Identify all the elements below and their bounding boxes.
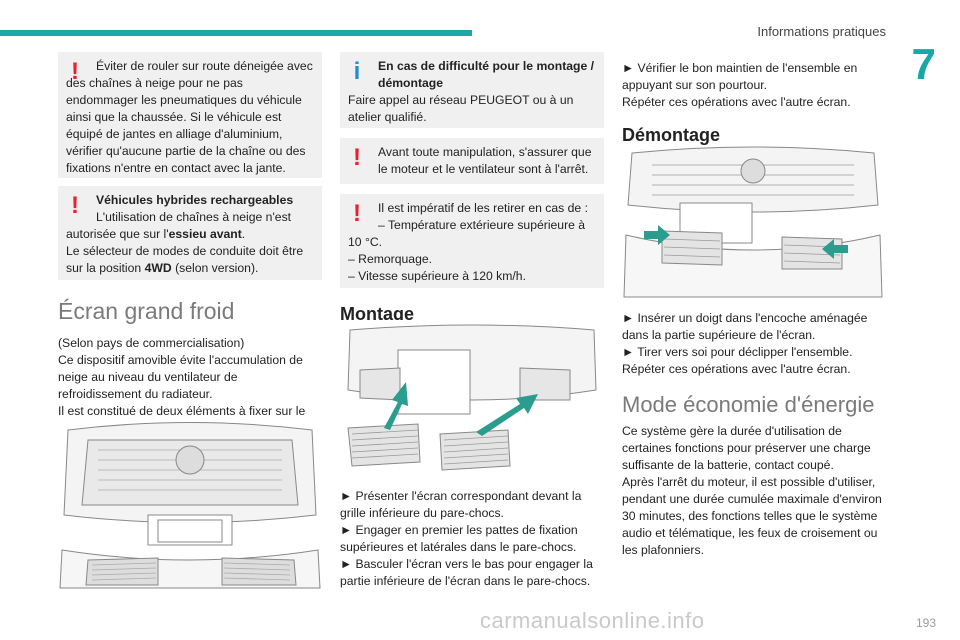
- warning-text: Éviter de rouler sur route déneigée avec…: [66, 59, 313, 175]
- right-column: ► Vérifier le bon maintien de l'ensemble…: [622, 60, 886, 144]
- bumper-illustration-full: [58, 420, 322, 592]
- info-box-difficulty: i En cas de difficulté pour le montage /…: [340, 52, 604, 128]
- demontage-steps: ► Insérer un doigt dans l'encoche aménag…: [622, 310, 886, 559]
- hybrid-text-mode: Le sélecteur de modes de conduite doit ê…: [66, 244, 304, 275]
- arrow-icon: [644, 225, 848, 259]
- warning-box-hybrid: ! Véhicules hybrides rechargeables L'uti…: [58, 186, 322, 280]
- warning-box-engine: ! Avant toute manipulation, s'assurer qu…: [340, 138, 604, 184]
- remove-line-3: – Remorquage.: [348, 252, 433, 266]
- chapter-accent-bar: [0, 30, 472, 36]
- demontage-illustration: [622, 145, 884, 303]
- eco-mode-text: Ce système gère la durée d'utilisation d…: [622, 424, 882, 557]
- info-icon: i: [353, 58, 361, 85]
- demontage-step-1: ► Insérer un doigt dans l'encoche aménag…: [622, 311, 868, 342]
- montage-step-1: ► Présenter l'écran correspondant devant…: [340, 489, 582, 520]
- warning-box-remove: ! Il est impératif de les retirer en cas…: [340, 194, 604, 288]
- hybrid-title: Véhicules hybrides rechargeables: [96, 193, 294, 207]
- chapter-number: 7: [911, 40, 936, 89]
- warning-exclamation-icon: !: [71, 192, 79, 219]
- warning-box-chains: ! Éviter de rouler sur route déneigée av…: [58, 52, 322, 178]
- remove-line-4: – Vitesse supérieure à 120 km/h.: [348, 269, 526, 283]
- demontage-step-3: Répéter ces opérations avec l'autre écra…: [622, 362, 851, 376]
- eco-mode-title: Mode économie d'énergie: [622, 392, 875, 417]
- demontage-title: Démontage: [622, 125, 721, 145]
- remove-line-1: Il est impératif de les retirer en cas d…: [378, 201, 588, 215]
- montage-illustration: [340, 320, 604, 480]
- warning-exclamation-icon: !: [353, 200, 361, 227]
- demontage-step-2: ► Tirer vers soi pour déclipper l'ensemb…: [622, 345, 853, 359]
- info-title: En cas de difficulté pour le montage / d…: [378, 59, 595, 90]
- montage-steps: ► Présenter l'écran correspondant devant…: [340, 488, 604, 590]
- engine-warning-text: Avant toute manipulation, s'assurer que …: [378, 145, 592, 176]
- watermark: carmanualsonline.info: [480, 608, 705, 633]
- warning-exclamation-icon: !: [71, 58, 79, 85]
- middle-column: i En cas de difficulté pour le montage /…: [340, 52, 604, 325]
- montage-step-3: ► Basculer l'écran vers le bas pour enga…: [340, 557, 593, 588]
- remove-line-2: – Température extérieure supérieure à 10…: [348, 218, 586, 249]
- section-header: Informations pratiques: [757, 24, 886, 39]
- repeat-step: Répéter ces opérations avec l'autre écra…: [622, 95, 851, 109]
- left-column: ! Éviter de rouler sur route déneigée av…: [58, 52, 322, 437]
- info-text: Faire appel au réseau PEUGEOT ou à un at…: [348, 93, 574, 124]
- montage-step-2: ► Engager en premier les pattes de fixat…: [340, 523, 578, 554]
- page-number: 193: [915, 616, 936, 630]
- ecran-grand-froid-title: Écran grand froid: [58, 298, 235, 324]
- ecran-description: (Selon pays de commercialisation) Ce dis…: [58, 336, 306, 435]
- warning-exclamation-icon: !: [353, 144, 361, 171]
- arrow-icon: [384, 382, 538, 436]
- check-step: ► Vérifier le bon maintien de l'ensemble…: [622, 61, 858, 92]
- hybrid-text: L'utilisation de chaînes à neige n'est a…: [66, 210, 292, 241]
- montage-title: Montage: [340, 304, 414, 324]
